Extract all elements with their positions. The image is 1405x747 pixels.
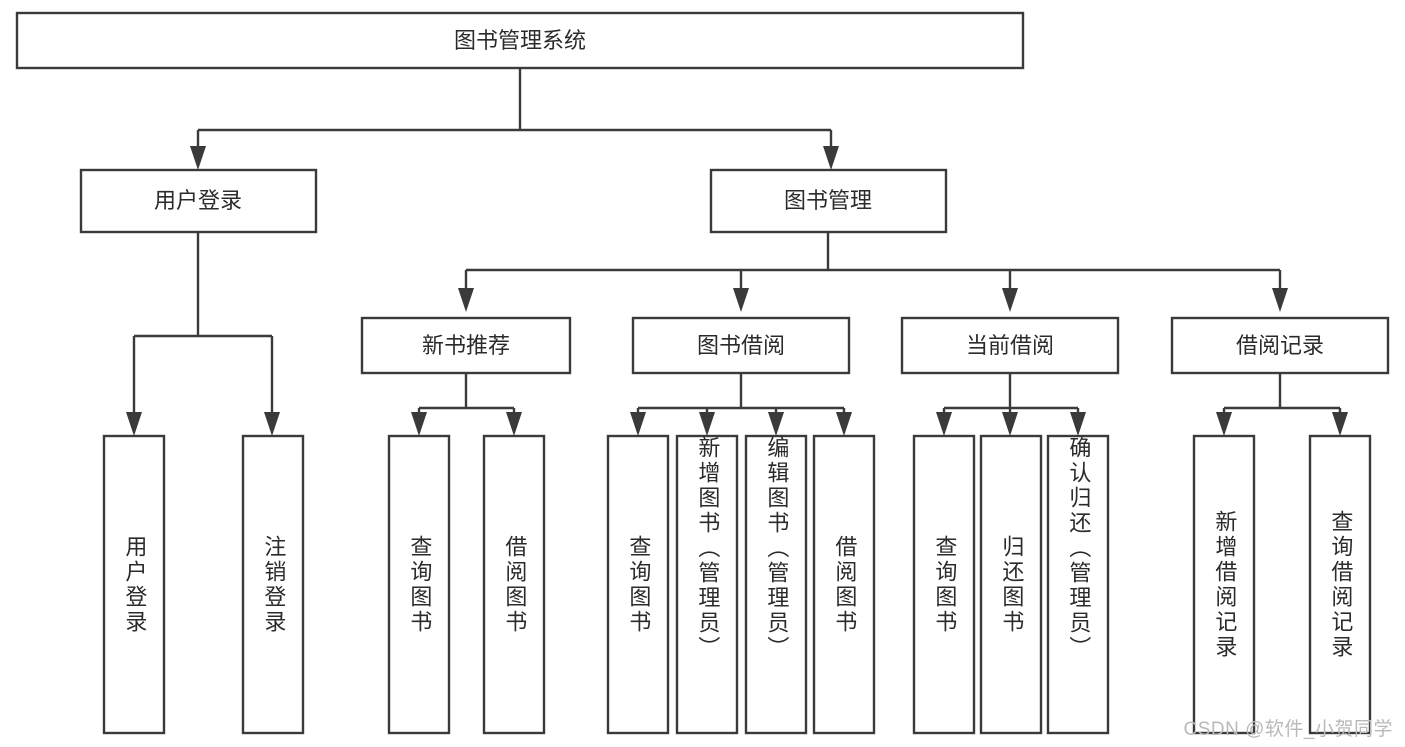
node-borrow-record-label: 借阅记录 xyxy=(1236,333,1324,358)
leaf-box-user-login-0[interactable] xyxy=(102,434,166,735)
leaf-box-book-borrow-1[interactable] xyxy=(675,434,739,735)
leaf-box-book-borrow-0[interactable] xyxy=(606,434,670,735)
connector-new-book-recommend-to-leaves xyxy=(411,373,522,436)
node-book-management-label: 图书管理 xyxy=(784,188,872,213)
csdn-watermark: CSDN @软件_小贺同学 xyxy=(1183,719,1393,740)
node-root[interactable]: 图书管理系统 xyxy=(15,11,1025,70)
node-user-login[interactable]: 用户登录 xyxy=(79,168,318,234)
leaf-box-new-book-1[interactable] xyxy=(482,434,546,735)
arrow-head-icon xyxy=(1002,412,1018,436)
connector-borrow-record-to-leaves xyxy=(1216,373,1348,436)
arrow-head-icon xyxy=(1272,288,1288,312)
node-current-borrow-box[interactable] xyxy=(900,316,1120,375)
arrow-head-icon xyxy=(190,146,206,170)
node-current-borrow-label: 当前借阅 xyxy=(966,333,1054,358)
leaf-box-book-borrow-2[interactable] xyxy=(744,434,808,735)
arrow-head-icon xyxy=(1070,412,1086,436)
arrow-head-icon xyxy=(506,412,522,436)
connector-book-borrow-to-leaves xyxy=(630,373,852,436)
leaf-box-new-book-0[interactable] xyxy=(387,434,451,735)
node-book-borrow-label: 图书借阅 xyxy=(697,333,785,358)
arrow-head-icon xyxy=(1332,412,1348,436)
node-new-book-recommend-box[interactable] xyxy=(360,316,572,375)
leaf-box-current-borrow-0[interactable] xyxy=(912,434,976,735)
arrow-head-icon xyxy=(458,288,474,312)
arrow-head-icon xyxy=(411,412,427,436)
connector-user-login-to-leaves xyxy=(126,232,280,436)
arrow-head-icon xyxy=(1002,288,1018,312)
node-root-box[interactable] xyxy=(15,11,1025,70)
node-current-borrow[interactable]: 当前借阅 xyxy=(900,316,1120,375)
arrow-head-icon xyxy=(699,412,715,436)
arrow-head-icon xyxy=(264,412,280,436)
connector-book-management-to-level3 xyxy=(458,232,1288,312)
arrow-head-icon xyxy=(768,412,784,436)
arrow-head-icon xyxy=(836,412,852,436)
node-borrow-record[interactable]: 借阅记录 xyxy=(1170,316,1390,375)
node-book-management[interactable]: 图书管理 xyxy=(709,168,948,234)
arrow-head-icon xyxy=(823,146,839,170)
leaf-box-current-borrow-2[interactable] xyxy=(1046,434,1110,735)
node-book-borrow[interactable]: 图书借阅 xyxy=(631,316,851,375)
connector-root-to-level2 xyxy=(190,68,839,170)
leaf-box-book-borrow-3[interactable] xyxy=(812,434,876,735)
node-user-login-label: 用户登录 xyxy=(154,188,242,213)
arrow-head-icon xyxy=(1216,412,1232,436)
leaf-box-borrow-record-0[interactable] xyxy=(1192,434,1256,735)
arrow-head-icon xyxy=(126,412,142,436)
leaf-box-current-borrow-1[interactable] xyxy=(979,434,1043,735)
arrow-head-icon xyxy=(936,412,952,436)
connector-current-borrow-to-leaves xyxy=(936,373,1086,436)
arrow-head-icon xyxy=(733,288,749,312)
leaf-box-borrow-record-1[interactable] xyxy=(1308,434,1372,735)
arrow-head-icon xyxy=(630,412,646,436)
leaf-box-user-login-1[interactable] xyxy=(241,434,305,735)
node-new-book-recommend[interactable]: 新书推荐 xyxy=(360,316,572,375)
node-user-login-box[interactable] xyxy=(79,168,318,234)
node-new-book-recommend-label: 新书推荐 xyxy=(422,333,510,358)
node-root-label: 图书管理系统 xyxy=(454,28,586,53)
